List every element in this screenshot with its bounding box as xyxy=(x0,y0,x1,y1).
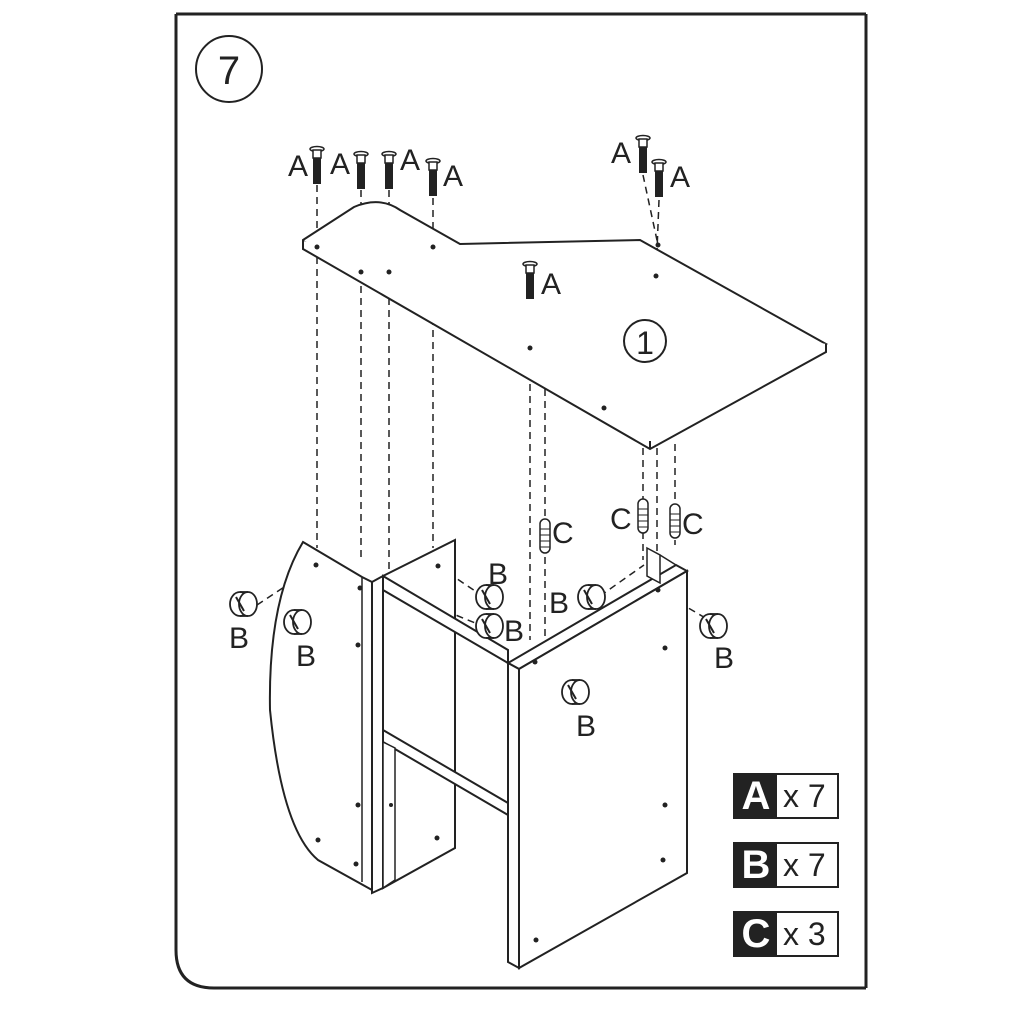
page-frame xyxy=(174,12,868,990)
dowel-label: C xyxy=(682,508,704,541)
screw-label: A xyxy=(330,148,350,181)
dowel-label: C xyxy=(610,503,632,536)
step-number: 7 xyxy=(218,49,240,93)
legend-qty: x 7 xyxy=(783,778,826,814)
legend-letter: C xyxy=(735,913,777,955)
legend-item-c: C x 3 xyxy=(733,911,839,957)
screw-labels: A A A A A A A xyxy=(288,137,690,301)
legend-qty: x 7 xyxy=(783,847,826,883)
cam-lock-label: B xyxy=(549,587,569,620)
cam-lock-labels: B B B B B B B xyxy=(229,558,734,743)
front-side-panel xyxy=(505,546,690,970)
screw-label: A xyxy=(400,144,420,177)
curved-side-panel xyxy=(268,540,373,892)
cam-lock-label: B xyxy=(576,710,596,743)
screw-label: A xyxy=(670,161,690,194)
part-number-circle xyxy=(623,319,667,363)
cam-lock-label: B xyxy=(229,622,249,655)
legend-item-a: A x 7 xyxy=(733,773,839,819)
dowel-labels: C C C xyxy=(552,503,704,550)
step-number-circle xyxy=(195,35,263,103)
cam-lock-label: B xyxy=(714,642,734,675)
legend-letter: A xyxy=(735,775,777,817)
legend-letter: B xyxy=(735,844,777,886)
center-frame xyxy=(371,538,509,895)
legend-qty: x 3 xyxy=(783,916,826,952)
cam-lock-label: B xyxy=(488,558,508,591)
screw-label: A xyxy=(288,150,308,183)
legend-item-b: B x 7 xyxy=(733,842,839,888)
cam-lock-label: B xyxy=(504,615,524,648)
screw-label: A xyxy=(611,137,631,170)
cam-lock-label: B xyxy=(296,640,316,673)
dowel-label: C xyxy=(552,517,574,550)
screw-label: A xyxy=(541,268,561,301)
tabletop-panel xyxy=(302,201,829,451)
screw-label: A xyxy=(443,160,463,193)
part-number: 1 xyxy=(636,325,654,361)
